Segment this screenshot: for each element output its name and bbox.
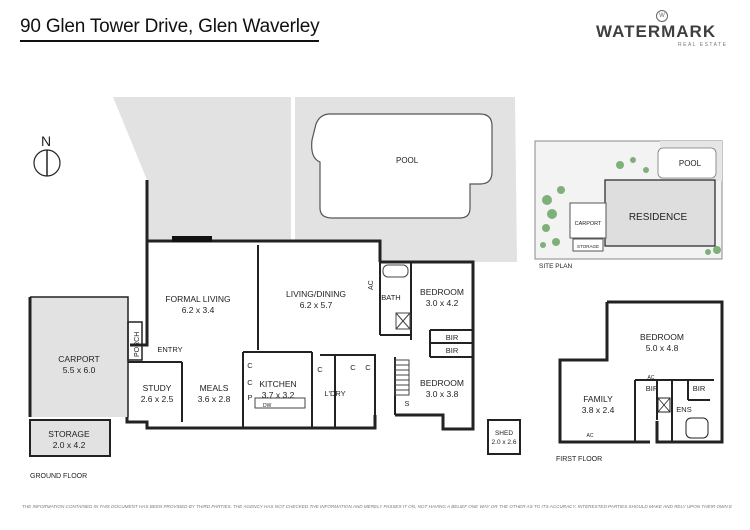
brand-subtitle: REAL ESTATE (678, 42, 728, 48)
label-bir-2: BIR (446, 346, 459, 355)
site-plan: POOL RESIDENCE CARPORT STORAGE SITE PLAN (534, 140, 723, 270)
ground-floor-label: GROUND FLOOR (30, 473, 87, 480)
room-name-carport: CARPORT (58, 354, 99, 364)
ff-room-name-bedroom: BEDROOM (640, 332, 684, 342)
room-name-study: STUDY (143, 383, 172, 393)
room-name-shed: SHED (495, 430, 513, 437)
ground-shed-labels: SHED 2.0 x 2.6 (492, 430, 517, 446)
carport-area (28, 296, 143, 457)
ff-room-name-family: FAMILY (583, 394, 613, 404)
label-c1: C (247, 361, 253, 370)
logo-mark-icon: W (656, 10, 668, 22)
label-c4: C (350, 363, 356, 372)
room-name-storage: STORAGE (48, 429, 90, 439)
room-dims-bedroom-b: 3.0 x 3.8 (426, 389, 459, 399)
room-dims-formal-living: 6.2 x 3.4 (182, 305, 215, 315)
room-name-meals: MEALS (200, 383, 229, 393)
stairs (394, 359, 410, 396)
ff-label-bir-b: BIR (693, 384, 706, 393)
site-storage-label: STORAGE (577, 244, 599, 249)
room-dims-shed: 2.0 x 2.6 (492, 439, 517, 446)
room-name-living-dining: LIVING/DINING (286, 289, 346, 299)
room-dims-storage: 2.0 x 4.2 (53, 440, 86, 450)
north-compass: N (33, 133, 61, 177)
label-porch: PORCH (134, 332, 141, 357)
disclaimer: THE INFORMATION CONTAINED IN THIS DOCUME… (22, 504, 732, 509)
room-dims-bedroom-a: 3.0 x 4.2 (426, 298, 459, 308)
room-dims-study: 2.6 x 2.5 (141, 394, 174, 404)
room-dims-living-dining: 6.2 x 5.7 (300, 300, 333, 310)
ff-room-dims-family: 3.8 x 2.4 (582, 405, 615, 415)
ground-floor-walls (125, 180, 475, 431)
site-carport-label: CARPORT (575, 221, 602, 227)
first-floor-small-labels: BIR BIR ENS (646, 384, 706, 414)
fireplace (172, 236, 212, 242)
label-dw: DW (263, 403, 272, 409)
room-dims-meals: 3.6 x 2.8 (198, 394, 231, 404)
page-title: 90 Glen Tower Drive, Glen Waverley (20, 16, 320, 42)
backyard-area: POOL (113, 97, 517, 262)
label-c5: C (365, 363, 371, 372)
site-residence-label: RESIDENCE (629, 212, 688, 223)
room-name-bedroom-a: BEDROOM (420, 287, 464, 297)
label-s: S (404, 399, 409, 408)
shed-outline (487, 419, 521, 455)
first-floor-label: FIRST FLOOR (556, 456, 602, 463)
site-pool-label: POOL (679, 159, 702, 168)
ff-label-ens: ENS (676, 405, 691, 414)
site-plan-label: SITE PLAN (539, 263, 573, 270)
first-floor-room-labels: BEDROOM 5.0 x 4.8 FAMILY 3.8 x 2.4 (582, 332, 684, 415)
label-ac: AC (368, 280, 375, 290)
brand-name: WATERMARK (596, 22, 717, 41)
ff-label-ac-1: AC (648, 375, 655, 381)
label-entry: ENTRY (157, 345, 182, 354)
pool-label: POOL (396, 156, 419, 165)
ff-room-dims-bedroom: 5.0 x 4.8 (646, 343, 679, 353)
label-bath: BATH (381, 293, 400, 302)
label-c3: C (317, 365, 323, 374)
compass-label: N (41, 133, 51, 149)
ground-room-labels: FORMAL LIVING 6.2 x 3.4 LIVING/DINING 6.… (48, 287, 464, 450)
label-bir-1: BIR (446, 333, 459, 342)
ff-label-ac-2: AC (587, 433, 594, 439)
kitchen-bench (254, 397, 306, 409)
first-floor-ac-labels: AC AC (587, 375, 655, 439)
bathtub (382, 264, 409, 278)
room-name-bedroom-b: BEDROOM (420, 378, 464, 388)
pool-shape (311, 113, 493, 219)
label-laundry: L'DRY (324, 389, 345, 398)
room-dims-kitchen: 3.7 x 3.2 (262, 390, 295, 400)
label-p: P (247, 393, 252, 402)
room-name-formal-living: FORMAL LIVING (165, 294, 230, 304)
first-floor (558, 300, 724, 444)
room-name-kitchen: KITCHEN (259, 379, 296, 389)
ground-small-labels: BATH BIR BIR ENTRY L'DRY C C P C C C S (157, 293, 458, 408)
shower (395, 312, 411, 330)
label-c2: C (247, 378, 253, 387)
ff-label-bir-a: BIR (646, 384, 659, 393)
room-dims-carport: 5.5 x 6.0 (63, 365, 96, 375)
brand-logo: W WATERMARK REAL ESTATE (596, 8, 736, 48)
